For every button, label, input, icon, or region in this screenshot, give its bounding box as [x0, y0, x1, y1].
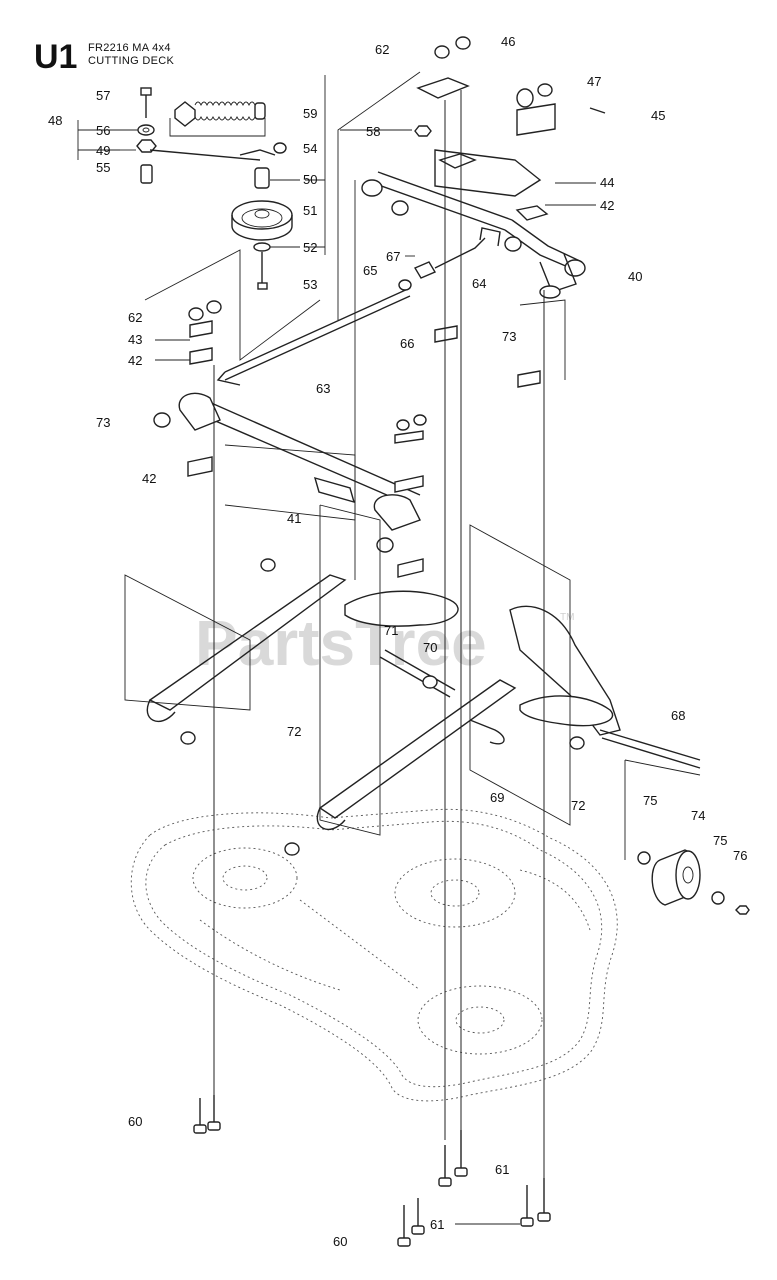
callout-60-left: 60: [128, 1114, 142, 1129]
callout-44: 44: [600, 175, 614, 190]
callout-73-left: 73: [96, 415, 110, 430]
diagram-title: CUTTING DECK: [88, 55, 174, 67]
assembly-lines: [213, 90, 545, 1178]
callout-60-bottom: 60: [333, 1234, 347, 1249]
callout-47: 47: [587, 74, 601, 89]
callout-52: 52: [303, 240, 317, 255]
callout-61-lower: 61: [430, 1217, 444, 1232]
idler-pulley-assembly: [77, 75, 326, 290]
callout-58: 58: [366, 124, 380, 139]
lift-rod: [216, 237, 486, 386]
callout-56: 56: [96, 123, 110, 138]
callout-72-right: 72: [571, 798, 585, 813]
callout-48: 48: [48, 113, 62, 128]
reference-outlines: [124, 71, 701, 1225]
callout-62: 62: [375, 42, 389, 57]
callout-61-upper: 61: [495, 1162, 509, 1177]
callout-42-rear: 42: [600, 198, 614, 213]
callout-42-front: 42: [142, 471, 156, 486]
callout-74: 74: [691, 808, 705, 823]
callout-76: 76: [733, 848, 747, 863]
callout-53: 53: [303, 277, 317, 292]
callout-55: 55: [96, 160, 110, 175]
callout-labels: 62 46 47 45 57 48 56 49 55 59 58 54 50 4…: [48, 34, 747, 1249]
callout-43: 43: [128, 332, 142, 347]
callout-75-upper: 75: [643, 793, 657, 808]
callout-75-lower: 75: [713, 833, 727, 848]
section-code: U1: [34, 38, 77, 76]
front-lift-shaft: [153, 300, 541, 578]
callout-42-left: 42: [128, 353, 142, 368]
callout-54: 54: [303, 141, 317, 156]
callout-67: 67: [386, 249, 400, 264]
callout-59: 59: [303, 106, 317, 121]
callout-66: 66: [400, 336, 414, 351]
model-name: FR2216 MA 4x4: [88, 42, 171, 54]
callout-46: 46: [501, 34, 515, 49]
callout-50: 50: [303, 172, 317, 187]
callout-51: 51: [303, 203, 317, 218]
callout-40: 40: [628, 269, 642, 284]
callout-49: 49: [96, 143, 110, 158]
callout-73-right: 73: [502, 329, 516, 344]
callout-64: 64: [472, 276, 486, 291]
deck-hangers: [146, 558, 701, 856]
deck-bolts: [193, 1095, 551, 1247]
callout-62-left: 62: [128, 310, 142, 325]
callout-45: 45: [651, 108, 665, 123]
callout-72-left: 72: [287, 724, 301, 739]
callout-69: 69: [490, 790, 504, 805]
callout-70: 70: [423, 640, 437, 655]
roller-assembly: [637, 849, 750, 915]
callout-63: 63: [316, 381, 330, 396]
callout-57: 57: [96, 88, 110, 103]
callout-71: 71: [384, 623, 398, 638]
callout-65: 65: [363, 263, 377, 278]
callout-41: 41: [287, 511, 301, 526]
watermark-tm: TM: [560, 612, 574, 623]
callout-68: 68: [671, 708, 685, 723]
cutting-deck: [130, 808, 618, 1102]
